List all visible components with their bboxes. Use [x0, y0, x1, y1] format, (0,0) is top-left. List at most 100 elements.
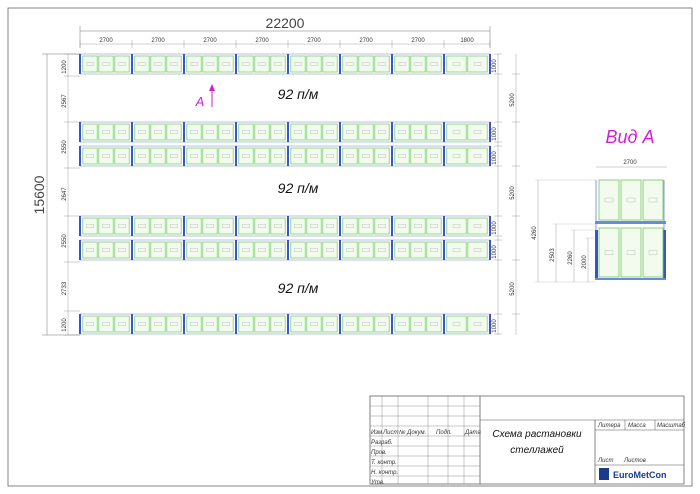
rack-row	[79, 215, 491, 237]
left-height-label: 1200	[62, 318, 68, 332]
beam-upper	[595, 221, 666, 224]
pallet	[82, 217, 98, 235]
column-width-label: 2700	[151, 38, 165, 44]
pallet	[166, 217, 182, 235]
upright	[443, 216, 445, 236]
left-height-label: 2567	[62, 94, 68, 108]
pallet	[202, 315, 218, 333]
pallet	[374, 123, 390, 141]
pallet	[202, 217, 218, 235]
upright	[287, 216, 289, 236]
upright	[339, 54, 341, 74]
pallet	[598, 179, 620, 221]
pallet	[82, 315, 98, 333]
pallet	[410, 217, 426, 235]
upright	[79, 240, 81, 260]
upright	[339, 314, 341, 334]
pallet	[374, 217, 390, 235]
pallet	[394, 217, 410, 235]
pallet	[446, 123, 467, 141]
upright	[287, 314, 289, 334]
stamp-col-masshtab: Масштаб	[657, 423, 686, 429]
stamp-col-massa: Масса	[628, 423, 646, 429]
pallet	[467, 123, 488, 141]
upright	[131, 240, 133, 260]
pallet	[202, 123, 218, 141]
pallet	[426, 55, 442, 73]
pallet	[134, 55, 150, 73]
pallet	[218, 147, 234, 165]
pallet	[358, 217, 374, 235]
pallet	[598, 227, 620, 278]
pallet	[467, 241, 488, 259]
pallet	[446, 55, 467, 73]
pallet	[306, 217, 322, 235]
pallet	[394, 55, 410, 73]
pallet	[98, 55, 114, 73]
pallet	[410, 123, 426, 141]
pallet	[358, 241, 374, 259]
pallet	[410, 147, 426, 165]
row-depth-label: 1000	[492, 245, 498, 259]
upright	[235, 122, 237, 142]
view-a-height-label: 2000	[582, 255, 588, 269]
pallet	[238, 217, 254, 235]
pallet	[374, 241, 390, 259]
pallet	[254, 147, 270, 165]
pallet	[150, 241, 166, 259]
upright-left	[595, 230, 598, 280]
pallet	[322, 241, 338, 259]
stamp-header-cell: Подп.	[436, 430, 452, 436]
logo-mark-icon	[599, 468, 609, 480]
rack-row	[79, 53, 491, 75]
pallet	[166, 147, 182, 165]
overall-width-label: 22200	[266, 15, 305, 31]
pallet	[410, 315, 426, 333]
upright	[391, 146, 393, 166]
upright	[443, 240, 445, 260]
pallet	[114, 55, 130, 73]
upright	[443, 122, 445, 142]
pallet	[218, 123, 234, 141]
upright	[489, 216, 491, 236]
pallet	[467, 315, 488, 333]
upright	[287, 146, 289, 166]
pallet	[134, 217, 150, 235]
pallet	[218, 241, 234, 259]
pallet	[150, 55, 166, 73]
upright	[287, 54, 289, 74]
view-a-marker: A	[195, 84, 215, 109]
upright	[489, 122, 491, 142]
row-depth-label: 1000	[492, 319, 498, 333]
pallet	[254, 55, 270, 73]
upright	[183, 146, 185, 166]
pallet	[426, 241, 442, 259]
pallet	[150, 217, 166, 235]
rack-rows	[79, 53, 491, 335]
left-height-label: 2550	[62, 234, 68, 248]
pallet	[82, 123, 98, 141]
upright	[79, 314, 81, 334]
pallet	[426, 147, 442, 165]
upright	[131, 122, 133, 142]
pallet	[166, 55, 182, 73]
upright	[183, 122, 185, 142]
pallet	[98, 147, 114, 165]
pallet	[270, 147, 286, 165]
upright	[443, 146, 445, 166]
pallet	[186, 123, 202, 141]
pallet	[342, 241, 358, 259]
stamp-header-cell: Изм	[371, 430, 382, 436]
upright	[235, 54, 237, 74]
pallet	[134, 123, 150, 141]
pallet	[114, 315, 130, 333]
pallet	[98, 123, 114, 141]
pallet	[238, 315, 254, 333]
left-height-label: 1200	[62, 60, 68, 74]
upright	[443, 314, 445, 334]
pallet	[306, 147, 322, 165]
